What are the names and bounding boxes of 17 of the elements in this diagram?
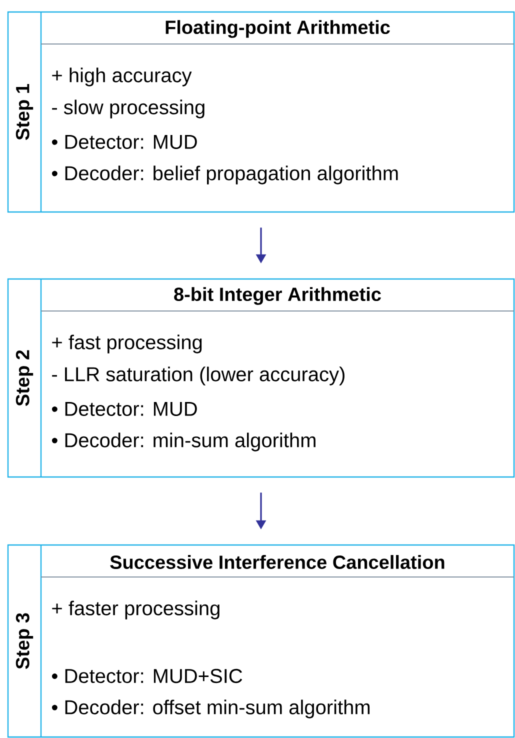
box-heading: 8-bit Integer Arithmetic <box>174 287 381 305</box>
list-item: • Decoder: belief propagation algorithm <box>52 166 398 184</box>
list-item: + high accuracy <box>52 68 192 86</box>
list-item: • Decoder: min-sum algorithm <box>52 432 316 452</box>
step-label: Step 2 <box>16 350 34 406</box>
list-item: + fast processing <box>52 334 202 354</box>
list-item: • Detector: MUD <box>52 135 197 149</box>
box-heading: Floating-point Arithmetic <box>166 20 390 38</box>
list-item: - LLR saturation (lower accuracy) <box>52 366 344 386</box>
list-item: + faster processing <box>52 600 220 620</box>
list-item: • Detector: MUD <box>52 402 197 416</box>
box-heading: Successive Interference Cancellation <box>110 555 444 569</box>
list-item: • Decoder: offset min-sum algorithm <box>52 700 370 718</box>
step-label: Step 1 <box>16 84 34 140</box>
list-item: • Detector: MUD+SIC <box>52 668 242 684</box>
list-item: - slow processing <box>52 100 204 118</box>
step-label: Step 3 <box>16 613 34 669</box>
